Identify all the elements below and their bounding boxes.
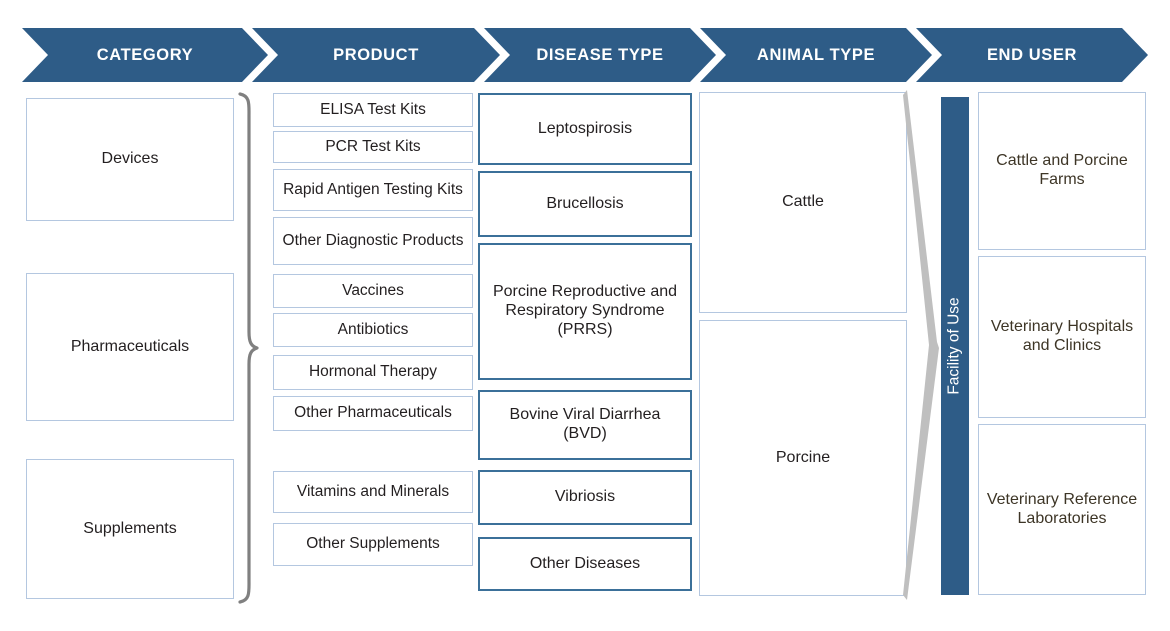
disease-box-vibriosis[interactable]: Vibriosis — [478, 470, 692, 525]
header-chevron-disease-type: DISEASE TYPE — [484, 28, 716, 82]
header-label-end-user: END USER — [986, 45, 1078, 64]
header-label-product: PRODUCT — [333, 45, 419, 64]
product-box-vitamins-and-minerals[interactable]: Vitamins and Minerals — [273, 471, 473, 513]
disease-label-prrs: Porcine Reproductive and Respiratory Syn… — [492, 283, 678, 338]
facility-of-use-label: Facility of Use — [946, 297, 963, 395]
product-box-other-pharmaceuticals[interactable]: Other Pharmaceuticals — [273, 396, 473, 431]
product-box-elisa-test-kits[interactable]: ELISA Test Kits — [273, 93, 473, 127]
product-box-other-supplements[interactable]: Other Supplements — [273, 523, 473, 566]
product-label-other-supplements: Other Supplements — [306, 535, 440, 553]
end-user-label-veterinary-hospitals-and-clinics: Veterinary Hospitals and Clinics — [990, 318, 1134, 354]
category-label-devices: Devices — [101, 150, 159, 168]
header-label-category: CATEGORY — [96, 45, 194, 64]
end-user-box-veterinary-reference-laboratories[interactable]: Veterinary Reference Laboratories — [978, 424, 1146, 595]
category-grouping-brace — [238, 92, 259, 604]
product-label-antibiotics: Antibiotics — [337, 320, 409, 338]
disease-label-bvd: Bovine Viral Diarrhea (BVD) — [509, 406, 661, 442]
product-label-vitamins-and-minerals: Vitamins and Minerals — [296, 482, 450, 500]
header-chevron-end-user: END USER — [916, 28, 1148, 82]
category-box-pharmaceuticals[interactable]: Pharmaceuticals — [26, 273, 234, 421]
animal-label-porcine: Porcine — [775, 448, 831, 466]
product-box-antibiotics[interactable]: Antibiotics — [273, 313, 473, 347]
product-label-other-diagnostic-products: Other Diagnostic Products — [282, 231, 464, 249]
end-user-box-veterinary-hospitals-and-clinics[interactable]: Veterinary Hospitals and Clinics — [978, 256, 1146, 418]
category-box-devices[interactable]: Devices — [26, 98, 234, 221]
product-box-vaccines[interactable]: Vaccines — [273, 274, 473, 308]
end-user-label-veterinary-reference-laboratories: Veterinary Reference Laboratories — [986, 490, 1138, 527]
product-box-pcr-test-kits[interactable]: PCR Test Kits — [273, 131, 473, 163]
header-chevron-animal-type: ANIMAL TYPE — [700, 28, 932, 82]
disease-box-prrs[interactable]: Porcine Reproductive and Respiratory Syn… — [478, 243, 692, 380]
disease-label-vibriosis: Vibriosis — [554, 488, 616, 506]
header-chevron-category: CATEGORY — [22, 28, 268, 82]
category-label-supplements: Supplements — [83, 519, 177, 537]
product-box-hormonal-therapy[interactable]: Hormonal Therapy — [273, 355, 473, 390]
category-box-supplements[interactable]: Supplements — [26, 459, 234, 599]
flow-arrow-icon — [903, 90, 939, 600]
product-label-other-pharmaceuticals: Other Pharmaceuticals — [294, 404, 452, 422]
end-user-label-cattle-and-porcine-farms: Cattle and Porcine Farms — [996, 152, 1128, 188]
animal-box-cattle[interactable]: Cattle — [699, 92, 907, 313]
facility-of-use-bar: Facility of Use — [941, 97, 969, 595]
disease-label-leptospirosis: Leptospirosis — [537, 119, 633, 137]
product-box-rapid-antigen-testing-kits[interactable]: Rapid Antigen Testing Kits — [273, 169, 473, 211]
product-label-pcr-test-kits: PCR Test Kits — [325, 137, 421, 155]
disease-box-brucellosis[interactable]: Brucellosis — [478, 171, 692, 237]
header-chevron-product: PRODUCT — [252, 28, 500, 82]
disease-box-bvd[interactable]: Bovine Viral Diarrhea (BVD) — [478, 390, 692, 460]
product-label-rapid-antigen-testing-kits: Rapid Antigen Testing Kits — [283, 180, 463, 198]
animal-box-porcine[interactable]: Porcine — [699, 320, 907, 596]
disease-label-brucellosis: Brucellosis — [546, 194, 624, 212]
product-box-other-diagnostic-products[interactable]: Other Diagnostic Products — [273, 217, 473, 265]
header-label-disease-type: DISEASE TYPE — [536, 45, 664, 64]
product-label-elisa-test-kits: ELISA Test Kits — [320, 100, 426, 118]
disease-box-other-diseases[interactable]: Other Diseases — [478, 537, 692, 591]
disease-box-leptospirosis[interactable]: Leptospirosis — [478, 93, 692, 165]
header-label-animal-type: ANIMAL TYPE — [756, 45, 876, 64]
end-user-box-cattle-and-porcine-farms[interactable]: Cattle and Porcine Farms — [978, 92, 1146, 250]
product-label-vaccines: Vaccines — [342, 281, 404, 299]
category-label-pharmaceuticals: Pharmaceuticals — [70, 337, 190, 355]
product-label-hormonal-therapy: Hormonal Therapy — [308, 363, 438, 381]
animal-label-cattle: Cattle — [782, 193, 824, 211]
disease-label-other-diseases: Other Diseases — [529, 554, 641, 572]
